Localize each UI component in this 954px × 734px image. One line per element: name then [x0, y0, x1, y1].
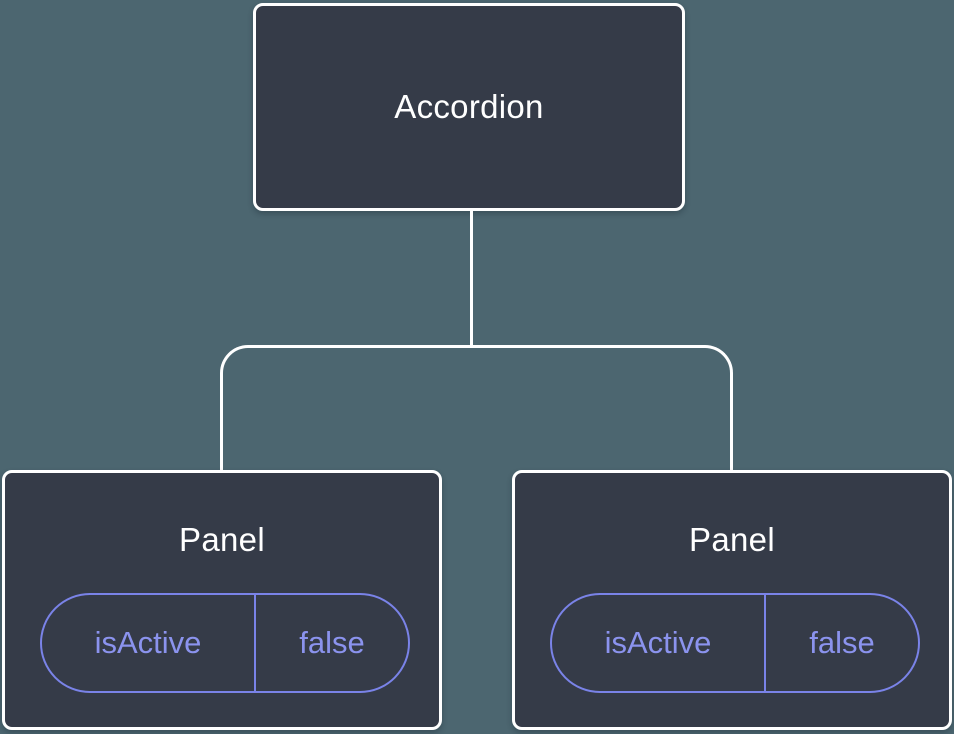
panel-node-label: Panel	[179, 521, 265, 558]
state-key-label: isActive	[42, 595, 256, 691]
tree-node-accordion: Accordion	[253, 3, 685, 211]
state-key-label: isActive	[552, 595, 766, 691]
connector-bracket	[220, 345, 733, 470]
connector-stem	[470, 209, 473, 348]
state-value-label: false	[809, 625, 875, 660]
state-pill: isActive false	[550, 593, 920, 693]
state-pill: isActive false	[40, 593, 410, 693]
accordion-node-label: Accordion	[394, 88, 544, 125]
tree-node-panel-left: Panel isActive false	[2, 470, 442, 730]
panel-node-label: Panel	[689, 521, 775, 558]
state-value-label: false	[299, 625, 365, 660]
tree-node-panel-right: Panel isActive false	[512, 470, 952, 730]
